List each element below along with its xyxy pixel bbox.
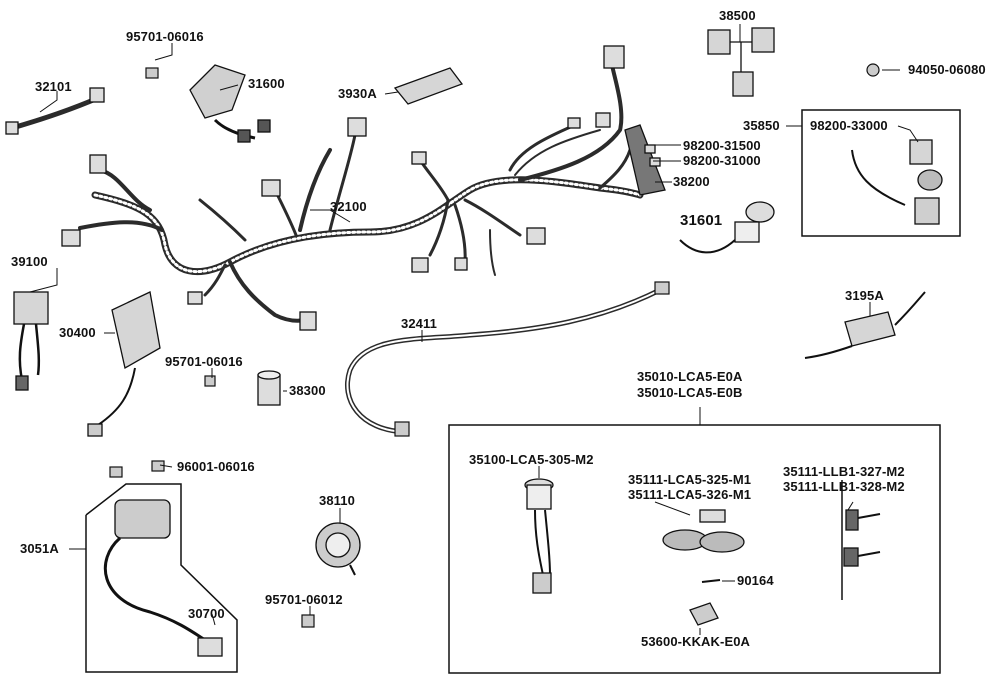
frame-lock-set [448, 424, 941, 674]
label-38200: 38200 [673, 174, 710, 189]
label-95701-06012: 95701-06012 [265, 592, 343, 607]
label-32411: 32411 [401, 316, 437, 331]
label-53600-kkak-e0a: 53600-KKAK-E0A [641, 634, 751, 649]
bolts [109, 63, 880, 628]
label-90164: 90164 [737, 573, 774, 588]
label-31601: 31601 [680, 212, 723, 229]
harness-connectors [61, 45, 625, 331]
part-90164-screw [701, 579, 721, 583]
main-wire-harness [78, 63, 644, 323]
label-98200-31000: 98200-31000 [683, 153, 761, 168]
label-98200-33000: 98200-33000 [810, 118, 888, 133]
part-35111-lca5-locks [662, 509, 745, 553]
label-95701-06016-top: 95701-06016 [126, 29, 204, 44]
label-3051A: 3051A [20, 541, 59, 556]
part-32101-harness [5, 87, 105, 135]
part-35850-starter-relay [851, 139, 943, 225]
label-95701-06016-mid: 95701-06016 [165, 354, 243, 369]
part-38200-fuse-box [624, 124, 666, 196]
label-96001-06016: 96001-06016 [177, 459, 255, 474]
label-32100: 32100 [330, 199, 367, 214]
label-30700: 30700 [188, 606, 225, 621]
label-35111-lca5-325-m1: 35111-LCA5-325-M1 [628, 472, 752, 487]
frame-3051A-group [85, 483, 238, 673]
part-38300 [257, 370, 281, 406]
label-94050-06080: 94050-06080 [908, 62, 986, 77]
part-35100-switch [524, 478, 554, 594]
label-38300: 38300 [289, 383, 326, 398]
label-38110: 38110 [319, 493, 355, 508]
part-31601-ignition-switch [679, 201, 775, 254]
label-39100: 39100 [11, 254, 48, 269]
frame-35850-group [801, 109, 961, 237]
leader-lines [29, 24, 919, 635]
part-39100 [13, 291, 49, 391]
label-35010-lca5-e0a: 35010-LCA5-E0A [637, 369, 743, 384]
part-3195A-starter-relay [804, 291, 926, 359]
part-31600-regulator [189, 64, 271, 143]
part-32411-battery-cable [344, 281, 670, 437]
label-35850: 35850 [743, 118, 780, 133]
label-31600: 31600 [248, 76, 285, 91]
part-38500-relays [707, 27, 775, 97]
part-3051A-ignition-coil [103, 499, 223, 657]
label-35010-lca5-e0b: 35010-LCA5-E0B [637, 385, 743, 400]
label-35111-llb1-327-m2: 35111-LLB1-327-M2 [783, 464, 905, 479]
label-3195A: 3195A [845, 288, 884, 303]
part-30400 [87, 291, 161, 437]
part-38110-horn [315, 522, 361, 576]
part-35111-llb1-keys [841, 480, 881, 600]
label-35111-lca5-326-m1: 35111-LCA5-326-M1 [628, 487, 752, 502]
label-32101: 32101 [35, 79, 72, 94]
label-98200-31500: 98200-31500 [683, 138, 761, 153]
label-30400: 30400 [59, 325, 96, 340]
label-35111-llb1-328-m2: 35111-LLB1-328-M2 [783, 479, 905, 494]
label-38500: 38500 [719, 8, 756, 23]
label-35100-lca5-305-m2: 35100-LCA5-305-M2 [469, 452, 594, 467]
part-53600-cap [689, 602, 719, 626]
part-3930A-cdi [393, 67, 464, 105]
label-3930A: 3930A [338, 86, 377, 101]
